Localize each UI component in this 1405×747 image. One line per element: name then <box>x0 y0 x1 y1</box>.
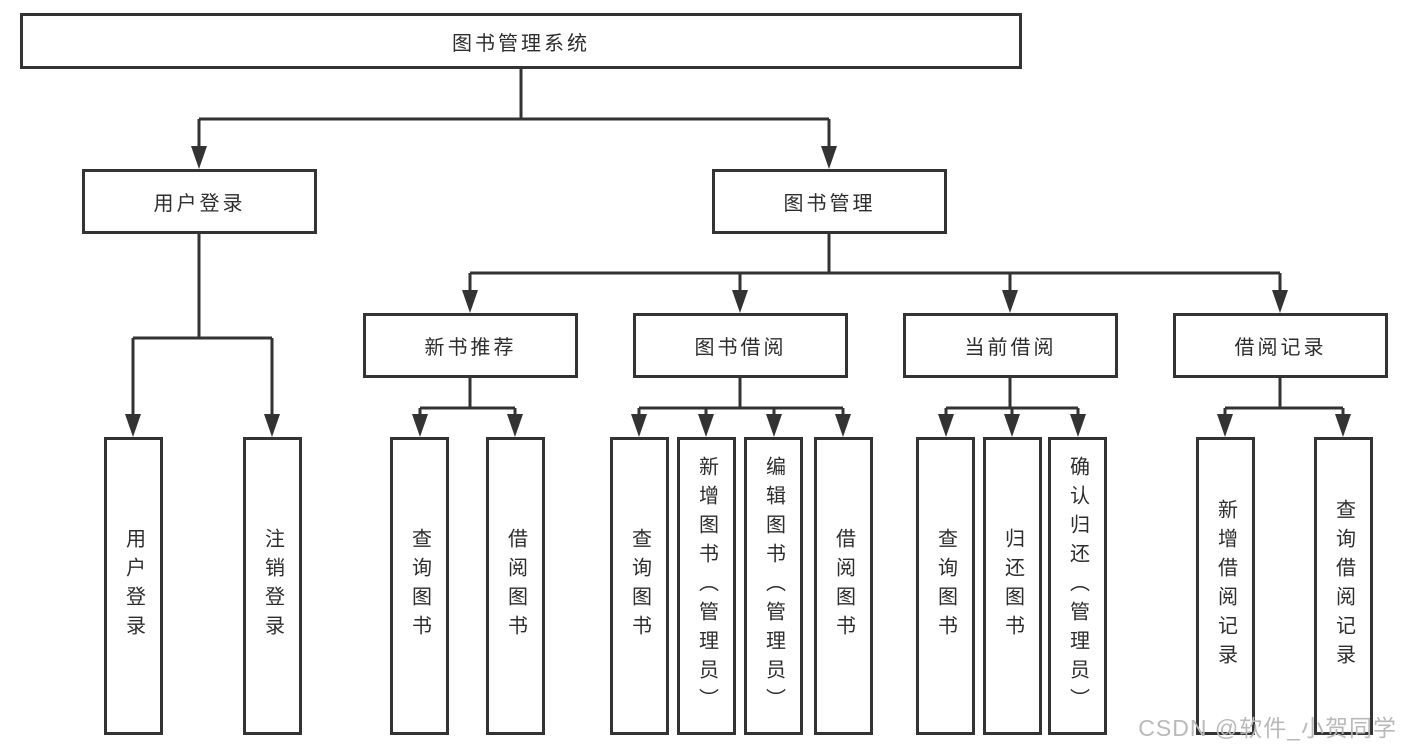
leaf-logout-label: 注销登录 <box>261 528 284 644</box>
leaf-query-borrow-record-label: 查询借阅记录 <box>1332 499 1355 673</box>
leaf-return-books-label: 归还图书 <box>1001 528 1024 644</box>
leaf-query-books: 查询图书 <box>390 437 449 735</box>
leaf-user-login: 用户登录 <box>104 437 163 735</box>
node-user-login: 用户登录 <box>82 169 317 234</box>
node-borrowing-records: 借阅记录 <box>1173 313 1388 378</box>
node-root-title: 图书管理系统 <box>20 13 1022 69</box>
node-book-management-label: 图书管理 <box>783 193 876 215</box>
leaf-borrow-books-label: 借阅图书 <box>832 528 855 644</box>
csdn-watermark: CSDN @软件_小贺同学 <box>1138 715 1397 741</box>
node-book-borrowing-label: 图书借阅 <box>694 337 787 359</box>
leaf-logout: 注销登录 <box>243 437 302 735</box>
leaf-borrow-books-label: 借阅图书 <box>504 528 527 644</box>
leaf-add-borrow-record: 新增借阅记录 <box>1196 437 1255 735</box>
leaf-add-borrow-record-label: 新增借阅记录 <box>1214 499 1237 673</box>
leaf-user-login-label: 用户登录 <box>122 528 145 644</box>
leaf-query-books-label: 查询图书 <box>934 528 957 644</box>
node-new-book-recommendation: 新书推荐 <box>363 313 578 378</box>
node-new-book-recommendation-label: 新书推荐 <box>424 337 517 359</box>
leaf-query-books: 查询图书 <box>610 437 669 735</box>
node-current-borrowing: 当前借阅 <box>903 313 1118 378</box>
node-book-borrowing: 图书借阅 <box>633 313 848 378</box>
arrowheads <box>125 146 1351 437</box>
leaf-query-borrow-record: 查询借阅记录 <box>1314 437 1373 735</box>
leaf-confirm-return-admin-label: 确认归还（管理员） <box>1066 455 1089 717</box>
node-book-management: 图书管理 <box>712 169 947 234</box>
leaf-edit-books-admin-label: 编辑图书（管理员） <box>762 455 785 717</box>
leaf-borrow-books: 借阅图书 <box>814 437 873 735</box>
leaf-borrow-books: 借阅图书 <box>486 437 545 735</box>
leaf-confirm-return-admin: 确认归还（管理员） <box>1048 437 1107 735</box>
leaf-add-books-admin-label: 新增图书（管理员） <box>695 455 718 717</box>
node-current-borrowing-label: 当前借阅 <box>964 337 1057 359</box>
node-root-label: 图书管理系统 <box>452 32 590 55</box>
leaf-query-books: 查询图书 <box>916 437 975 735</box>
node-borrowing-records-label: 借阅记录 <box>1234 337 1327 359</box>
leaf-return-books: 归还图书 <box>983 437 1042 735</box>
leaf-query-books-label: 查询图书 <box>408 528 431 644</box>
leaf-add-books-admin: 新增图书（管理员） <box>677 437 736 735</box>
node-user-login-label: 用户登录 <box>153 193 246 215</box>
leaf-edit-books-admin: 编辑图书（管理员） <box>744 437 803 735</box>
leaf-query-books-label: 查询图书 <box>628 528 651 644</box>
